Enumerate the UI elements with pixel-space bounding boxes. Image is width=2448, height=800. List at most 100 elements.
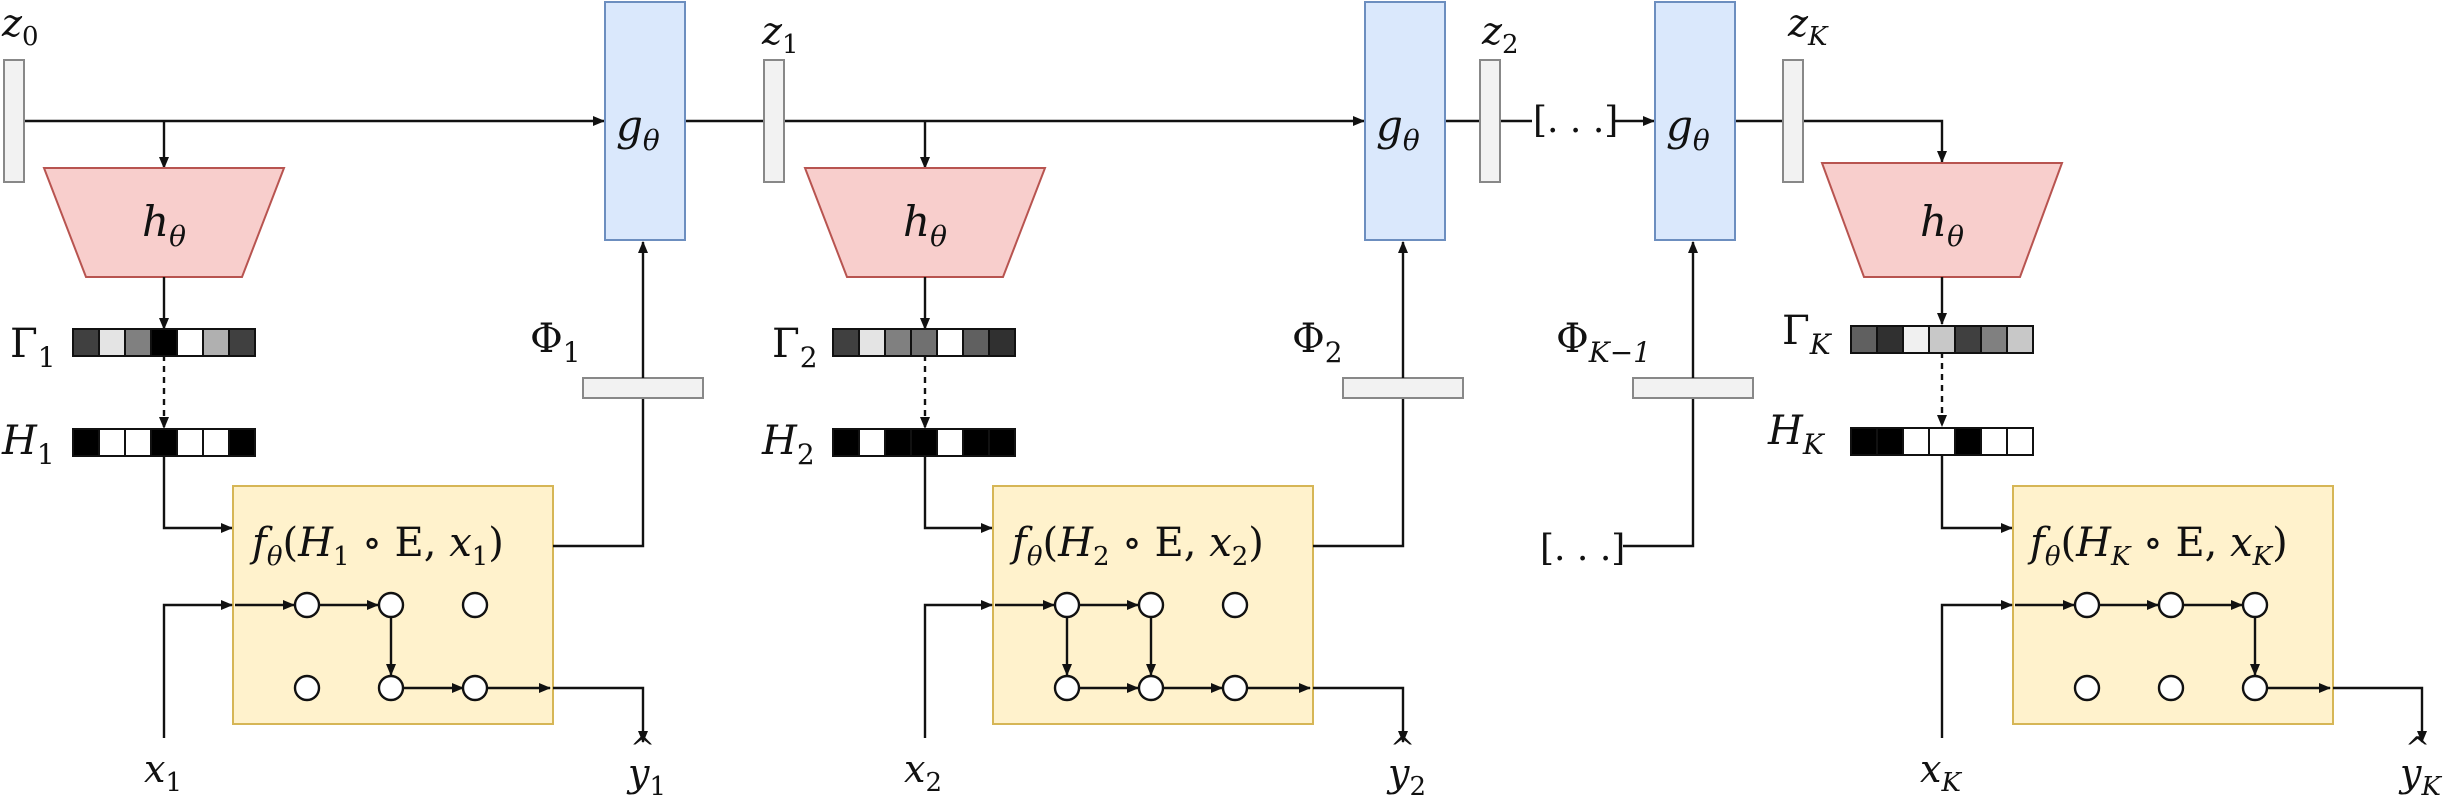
arrow-x1-f1 bbox=[162, 600, 233, 738]
h-block-1 bbox=[42, 167, 286, 278]
H-cell bbox=[1928, 427, 1956, 456]
H-cell bbox=[858, 428, 886, 457]
latent-z0 bbox=[3, 59, 25, 183]
fK-node bbox=[2241, 674, 2269, 702]
f-label-1: fθ(H1 ∘ E, x1) bbox=[249, 520, 504, 572]
H-label-K: HK bbox=[1767, 408, 1826, 461]
f1-node bbox=[293, 591, 321, 619]
H-cell bbox=[2006, 427, 2034, 456]
arrow-fK-yK bbox=[2333, 686, 2427, 743]
y-label-1: y1 bbox=[626, 751, 666, 800]
stage-1: hθ Γ1 H1 fθ(H1 ∘ E, x1) x1 y1 ^ Φ1 bbox=[1, 167, 704, 800]
f-label-2: fθ(H2 ∘ E, x2) bbox=[1009, 520, 1264, 572]
gamma-label-K: ΓK bbox=[1782, 308, 1833, 361]
gamma-cell bbox=[98, 328, 126, 357]
arrow-f2-y2 bbox=[1313, 686, 1408, 743]
input-ellipsis: [. . .] bbox=[1540, 528, 1625, 569]
gamma-cell bbox=[988, 328, 1016, 357]
phi-bar-1 bbox=[582, 377, 704, 399]
H-cell bbox=[228, 428, 256, 457]
H-cell bbox=[124, 428, 152, 457]
f1-node bbox=[377, 591, 405, 619]
gamma-cell bbox=[884, 328, 912, 357]
H-cell bbox=[962, 428, 990, 457]
gamma-vector-1 bbox=[72, 328, 256, 357]
arrow-H1-f1 bbox=[162, 456, 233, 533]
latent-zK bbox=[1782, 59, 1804, 183]
gamma-cell bbox=[72, 328, 100, 357]
f2-node bbox=[1053, 674, 1081, 702]
f1-node bbox=[293, 674, 321, 702]
latent-z2 bbox=[1479, 59, 1501, 183]
f2-node bbox=[1221, 591, 1249, 619]
arrow-x2-f2 bbox=[923, 600, 993, 738]
fK-node bbox=[2241, 591, 2269, 619]
main-line-zK-h3 bbox=[1803, 119, 1947, 163]
x-label-1: x1 bbox=[144, 747, 182, 798]
H-cell bbox=[98, 428, 126, 457]
g-block-2: gθ bbox=[1364, 1, 1446, 241]
x-label-K: xK bbox=[1920, 747, 1962, 798]
gamma-cell bbox=[936, 328, 964, 357]
gamma-cell bbox=[962, 328, 990, 357]
fK-node bbox=[2073, 591, 2101, 619]
gamma-cell bbox=[228, 328, 256, 357]
g-block-1: gθ bbox=[604, 1, 686, 241]
H-cell bbox=[1876, 427, 1904, 456]
gamma-label-2: Γ2 bbox=[772, 321, 818, 374]
gamma-cell bbox=[176, 328, 204, 357]
gamma-cell bbox=[124, 328, 152, 357]
phi-label-2: Φ2 bbox=[1292, 316, 1343, 369]
h-label-1: hθ bbox=[142, 197, 186, 253]
gamma-cell bbox=[2006, 325, 2034, 354]
arrow-H2-f2 bbox=[923, 456, 993, 533]
label-z1: z1 bbox=[761, 9, 799, 60]
ellipsis-top: [. . .] bbox=[1533, 100, 1618, 141]
H-cell bbox=[884, 428, 912, 457]
y-label-K: yK bbox=[2398, 751, 2442, 800]
gamma-vector-K bbox=[1850, 325, 2034, 354]
H-cell bbox=[1902, 427, 1930, 456]
H-cell bbox=[936, 428, 964, 457]
phi-label-1: Φ1 bbox=[530, 316, 581, 369]
gamma-vector-2 bbox=[832, 328, 1016, 357]
H-cell bbox=[832, 428, 860, 457]
f1-node bbox=[461, 674, 489, 702]
gamma-cell bbox=[910, 328, 938, 357]
latent-z1 bbox=[763, 59, 785, 183]
H-cell bbox=[72, 428, 100, 457]
phi-bar-2 bbox=[1342, 377, 1464, 399]
H-cell bbox=[988, 428, 1016, 457]
h-block-2 bbox=[803, 167, 1047, 278]
stage-K: hθ ΓK HK fθ(HK ∘ E, xK) xK yK ^ bbox=[1767, 162, 2442, 800]
arrow-HK-fK bbox=[1940, 456, 2013, 533]
H-vector-2 bbox=[832, 428, 1016, 457]
fK-node bbox=[2157, 674, 2185, 702]
stage-2: hθ Γ2 H2 fθ(H2 ∘ E, x2) x2 y2 ^ Φ2 bbox=[761, 167, 1464, 800]
h-block-K bbox=[1820, 162, 2064, 278]
svg-text:gθ: gθ bbox=[1666, 101, 1710, 157]
gamma-label-1: Γ1 bbox=[10, 321, 56, 374]
H-cell bbox=[202, 428, 230, 457]
H-label-2: H2 bbox=[761, 418, 815, 471]
H-cell bbox=[176, 428, 204, 457]
line-f1-phi1 bbox=[553, 389, 645, 548]
f2-node bbox=[1053, 591, 1081, 619]
gamma-cell bbox=[150, 328, 178, 357]
phi-bar-K-minus-1 bbox=[1632, 377, 1754, 399]
f1-node bbox=[377, 674, 405, 702]
H-vector-1 bbox=[72, 428, 256, 457]
H-cell bbox=[1980, 427, 2008, 456]
H-cell bbox=[1954, 427, 1982, 456]
fK-node bbox=[2073, 674, 2101, 702]
f1-node bbox=[461, 591, 489, 619]
h-label-K: hθ bbox=[1920, 197, 1964, 253]
f2-node bbox=[1221, 674, 1249, 702]
gamma-cell bbox=[202, 328, 230, 357]
H-cell bbox=[910, 428, 938, 457]
line-ellipsis-phiK1 bbox=[1623, 389, 1695, 548]
h-label-2: hθ bbox=[903, 197, 947, 253]
fK-node bbox=[2157, 591, 2185, 619]
gamma-cell bbox=[1980, 325, 2008, 354]
